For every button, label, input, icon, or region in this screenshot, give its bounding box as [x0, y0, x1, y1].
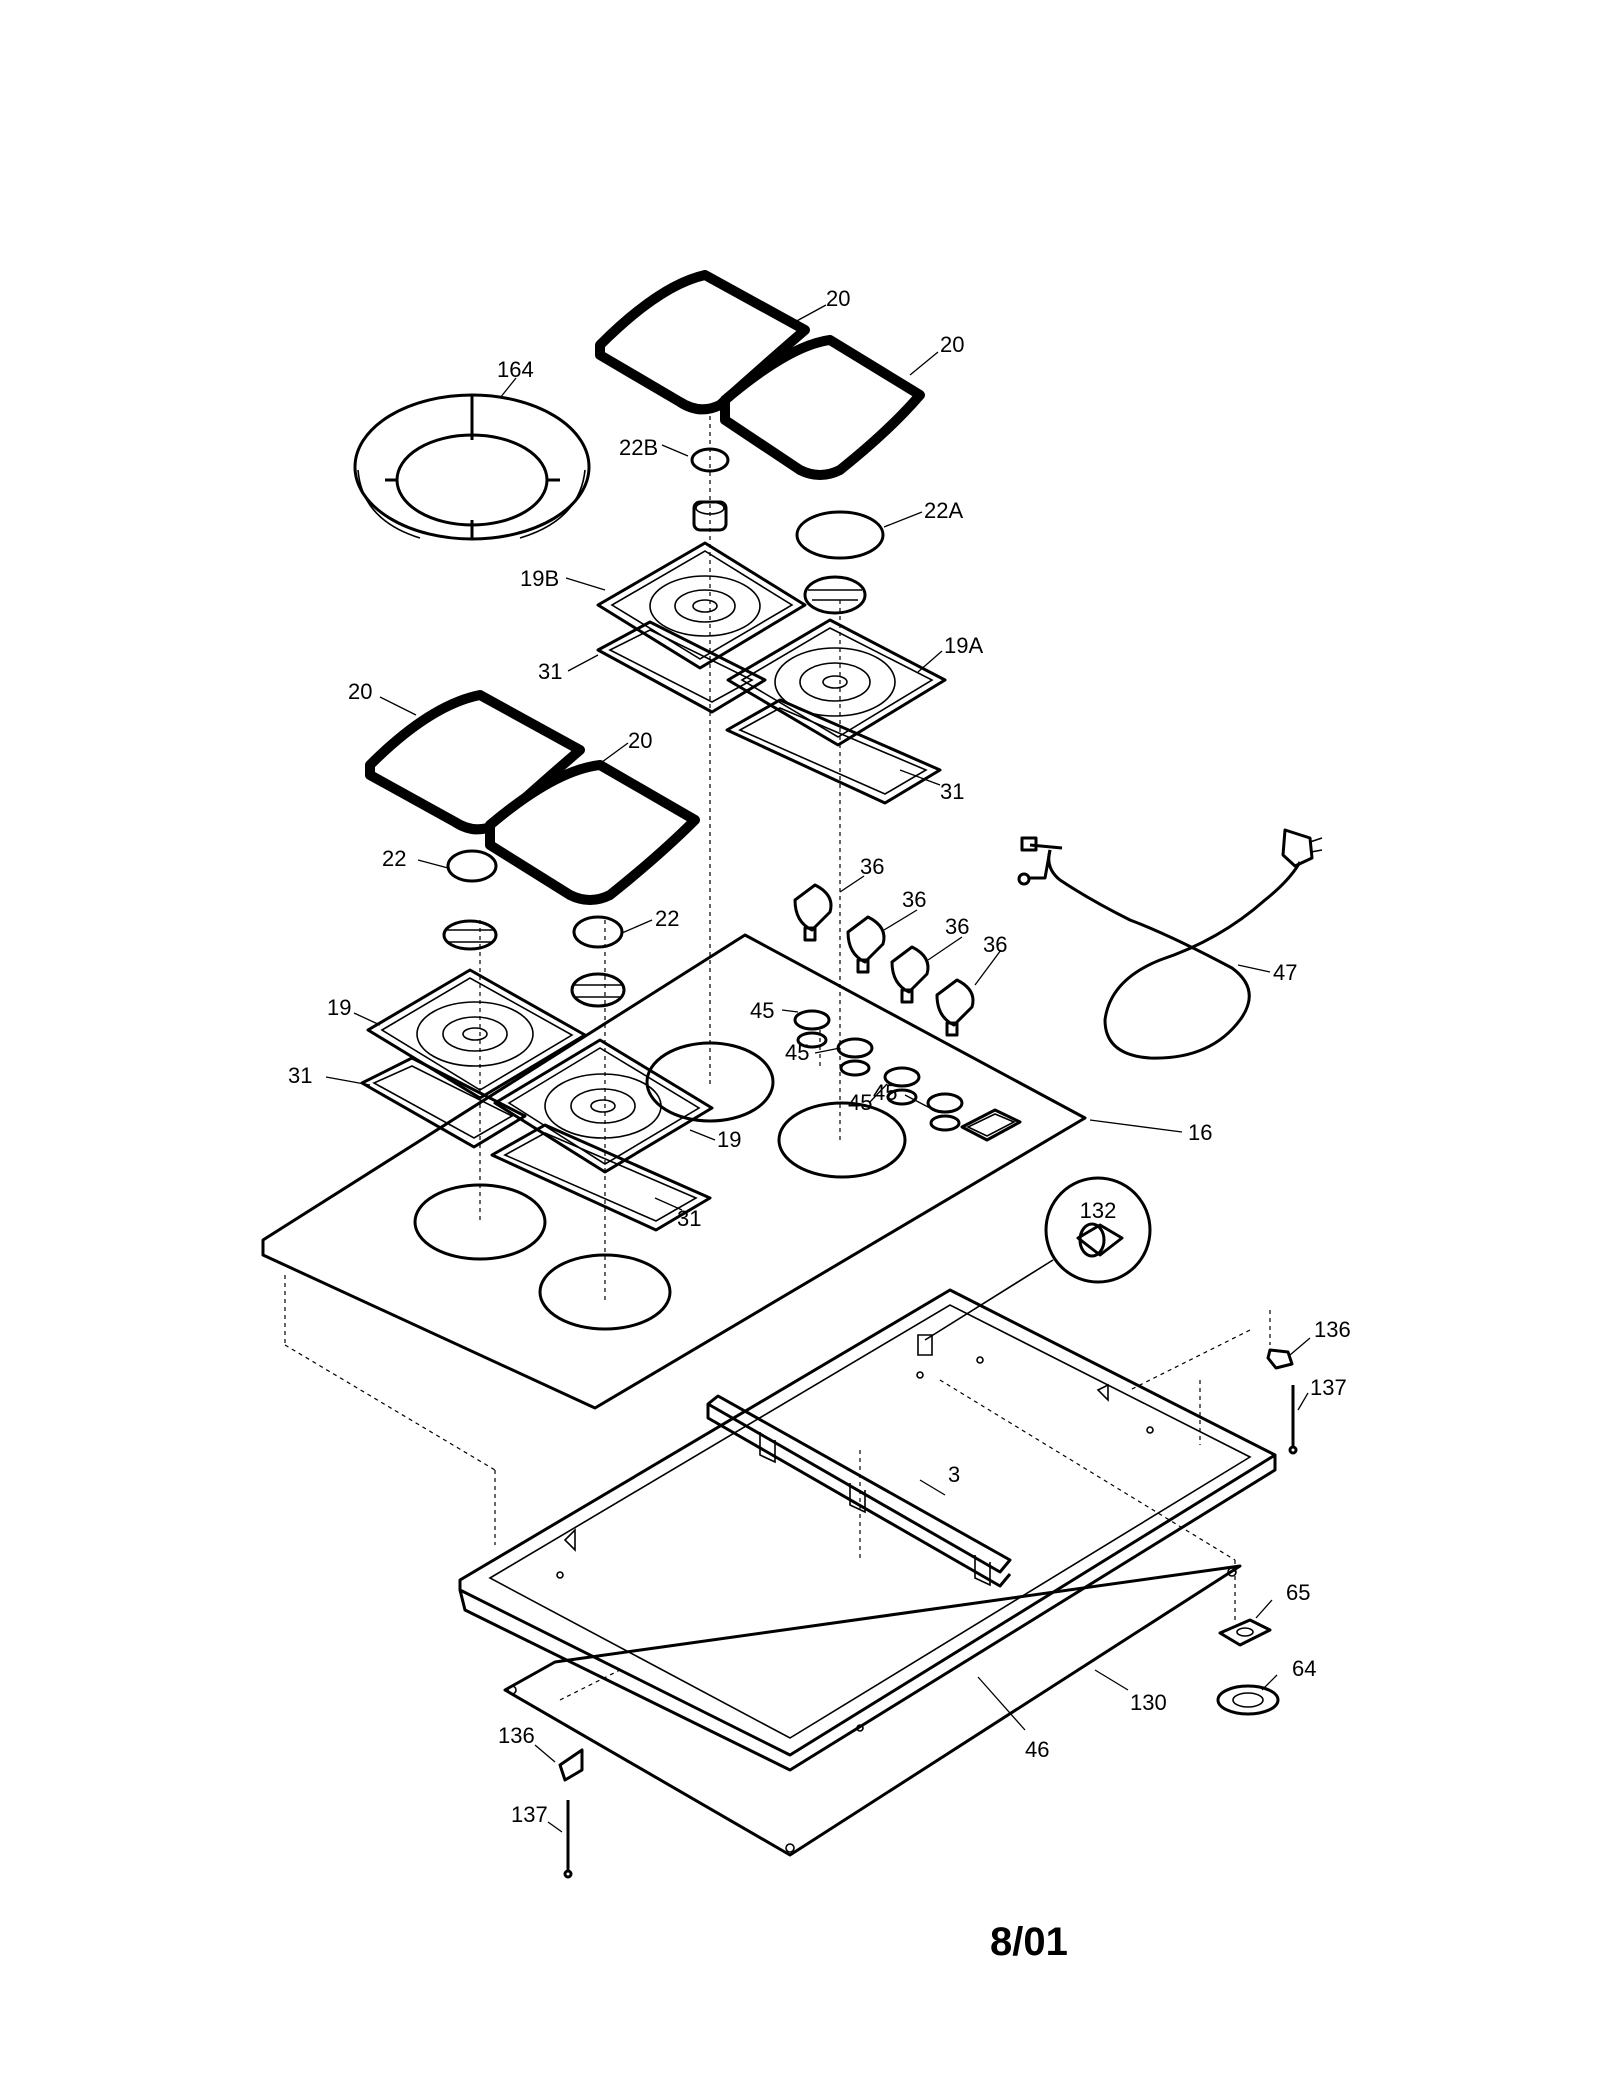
label-132: 132: [1080, 1198, 1117, 1223]
label-20-d: 20: [628, 728, 652, 753]
knob-1: [793, 883, 833, 942]
bracket-bottom: [558, 1748, 584, 1782]
label-19b: 19B: [520, 566, 559, 591]
plate: [1216, 1684, 1280, 1716]
label-45-d: 45: [873, 1080, 897, 1105]
screw-bottom: [563, 1800, 573, 1879]
label-136-top: 136: [1314, 1317, 1351, 1342]
label-45-b: 45: [785, 1040, 809, 1065]
leader-lines: [325, 304, 1311, 1833]
knob-holes: [793, 1009, 964, 1132]
burner-base-left: [442, 919, 498, 951]
label-36-c: 36: [945, 914, 969, 939]
label-47: 47: [1273, 960, 1297, 985]
screw-top: [1288, 1385, 1298, 1455]
cap-22-right: [572, 915, 624, 949]
label-136-bottom: 136: [498, 1723, 535, 1748]
grate-top-right: [720, 335, 925, 480]
label-22b: 22B: [619, 435, 658, 460]
gasket: [1218, 1618, 1272, 1647]
label-31-d: 31: [677, 1206, 701, 1231]
label-19a: 19A: [944, 633, 983, 658]
label-36-d: 36: [983, 932, 1007, 957]
burner-pan-19a: [726, 618, 947, 747]
label-20-c: 20: [348, 679, 372, 704]
burner-base-a: [803, 575, 867, 615]
burner-pan-19-left: [366, 968, 587, 1100]
label-65: 65: [1286, 1580, 1310, 1605]
label-130: 130: [1130, 1690, 1167, 1715]
cap-22a: [795, 510, 885, 560]
label-31-a: 31: [538, 659, 562, 684]
display-window: [960, 1108, 1022, 1142]
label-16: 16: [1188, 1120, 1212, 1145]
label-64: 64: [1292, 1656, 1316, 1681]
seal-31-right: [490, 1123, 712, 1232]
knob-4: [935, 978, 975, 1037]
igniter-module-callout: [917, 1176, 1152, 1356]
label-31-b: 31: [940, 779, 964, 804]
label-36-a: 36: [860, 854, 884, 879]
label-137-top: 137: [1310, 1375, 1347, 1400]
label-20-a: 20: [826, 286, 850, 311]
wok-ring: [353, 393, 591, 541]
label-45-c: 45: [848, 1090, 872, 1115]
label-20-b: 20: [940, 332, 964, 357]
label-36-b: 36: [902, 887, 926, 912]
part-labels: 164 20 20 22B 22A 19B 31 19A 31 20 20 22…: [288, 286, 1351, 1827]
label-22-a: 22: [382, 846, 406, 871]
grate-mid-right: [485, 760, 700, 905]
frame-chassis: [458, 1288, 1277, 1772]
label-137-bottom: 137: [511, 1802, 548, 1827]
brace: [706, 1394, 1012, 1588]
date-code: 8/01: [990, 1920, 1068, 1964]
knob-2: [846, 915, 886, 974]
seal-31-left: [360, 1056, 527, 1149]
seal-31-b: [596, 620, 767, 714]
label-22a: 22A: [924, 498, 963, 523]
grate-top-left: [595, 270, 810, 415]
label-19-b: 19: [717, 1127, 741, 1152]
label-45-a: 45: [750, 998, 774, 1023]
cap-22b: [690, 447, 730, 473]
label-31-c: 31: [288, 1063, 312, 1088]
knob-3: [890, 945, 930, 1004]
power-cord: [1017, 828, 1323, 1060]
seal-31-a: [725, 698, 942, 805]
label-19-a: 19: [327, 995, 351, 1020]
burner-base-right: [570, 972, 626, 1008]
label-3: 3: [948, 1462, 960, 1487]
label-22-b: 22: [655, 906, 679, 931]
frame-details: [556, 1356, 1154, 1732]
cap-22-left: [446, 849, 498, 883]
bracket-top: [1266, 1348, 1294, 1370]
label-164: 164: [497, 357, 534, 382]
burner-base-b: [692, 500, 728, 532]
label-46: 46: [1025, 1737, 1049, 1762]
bottom-panel: [503, 1564, 1242, 1857]
cooktop-glass: [261, 933, 1087, 1410]
